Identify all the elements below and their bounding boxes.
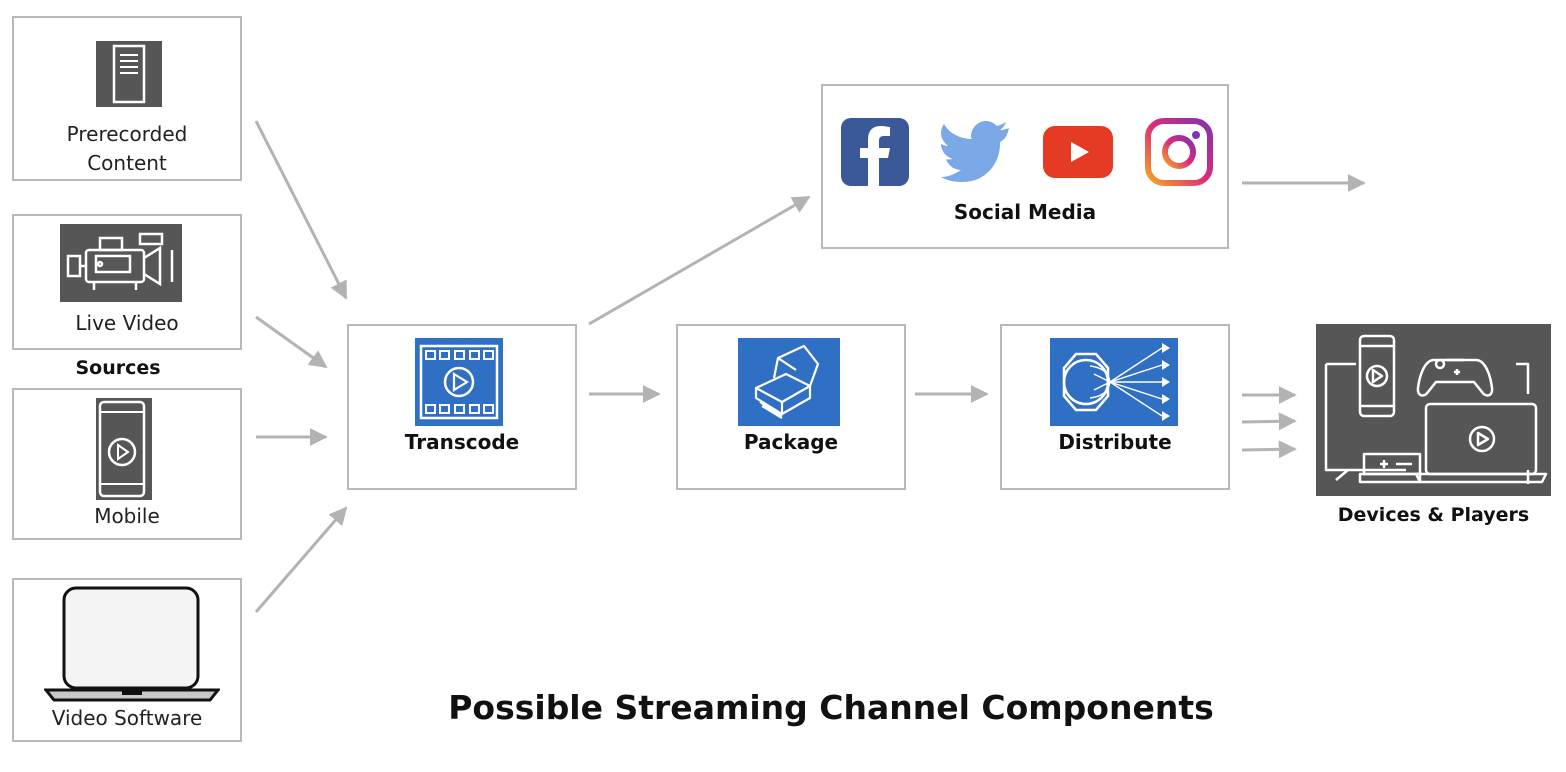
mobile-phone-icon [96, 398, 152, 500]
instagram-icon [1145, 118, 1213, 186]
source-video-software: Video Software [12, 578, 242, 742]
prerecorded-label-line2: Content [87, 151, 167, 175]
arrow-live-to-transcode [255, 315, 328, 369]
social-media-box: Social Media [821, 84, 1229, 249]
source-live-video: Live Video [12, 214, 242, 350]
server-document-icon [96, 41, 162, 107]
prerecorded-label-line1: Prerecorded [66, 122, 188, 146]
arrow-prerecorded-to-transcode [254, 120, 348, 300]
source-prerecorded-content: Prerecorded Content [12, 16, 242, 181]
diagram-title: Possible Streaming Channel Components [448, 688, 1214, 727]
distribution-fan-out-icon [1050, 338, 1178, 426]
film-play-icon [415, 338, 503, 426]
twitter-icon [941, 121, 1009, 182]
laptop-icon [44, 586, 220, 702]
youtube-icon [1043, 126, 1113, 178]
arrow-distribute-to-devices-2 [1241, 412, 1297, 431]
stage-package: Package [676, 324, 906, 490]
package-box-icon [738, 338, 840, 426]
live-video-label: Live Video [75, 311, 179, 335]
stage-distribute: Distribute [1000, 324, 1230, 490]
stage-transcode: Transcode [347, 324, 577, 490]
arrow-software-to-transcode [254, 506, 348, 613]
distribute-label: Distribute [1058, 430, 1172, 454]
arrow-transcode-to-social [588, 195, 811, 326]
devices-players-icon [1316, 324, 1551, 496]
source-mobile: Mobile [12, 388, 242, 540]
video-software-label: Video Software [51, 706, 203, 730]
arrow-distribute-to-devices-3 [1241, 440, 1297, 459]
social-media-label: Social Media [953, 200, 1097, 224]
devices-players-label: Devices & Players [1337, 504, 1530, 526]
sources-label: Sources [75, 357, 161, 379]
facebook-icon [841, 118, 909, 186]
mobile-label: Mobile [94, 504, 160, 528]
package-label: Package [743, 430, 839, 454]
transcode-label: Transcode [404, 430, 520, 454]
video-camera-icon [60, 224, 182, 302]
